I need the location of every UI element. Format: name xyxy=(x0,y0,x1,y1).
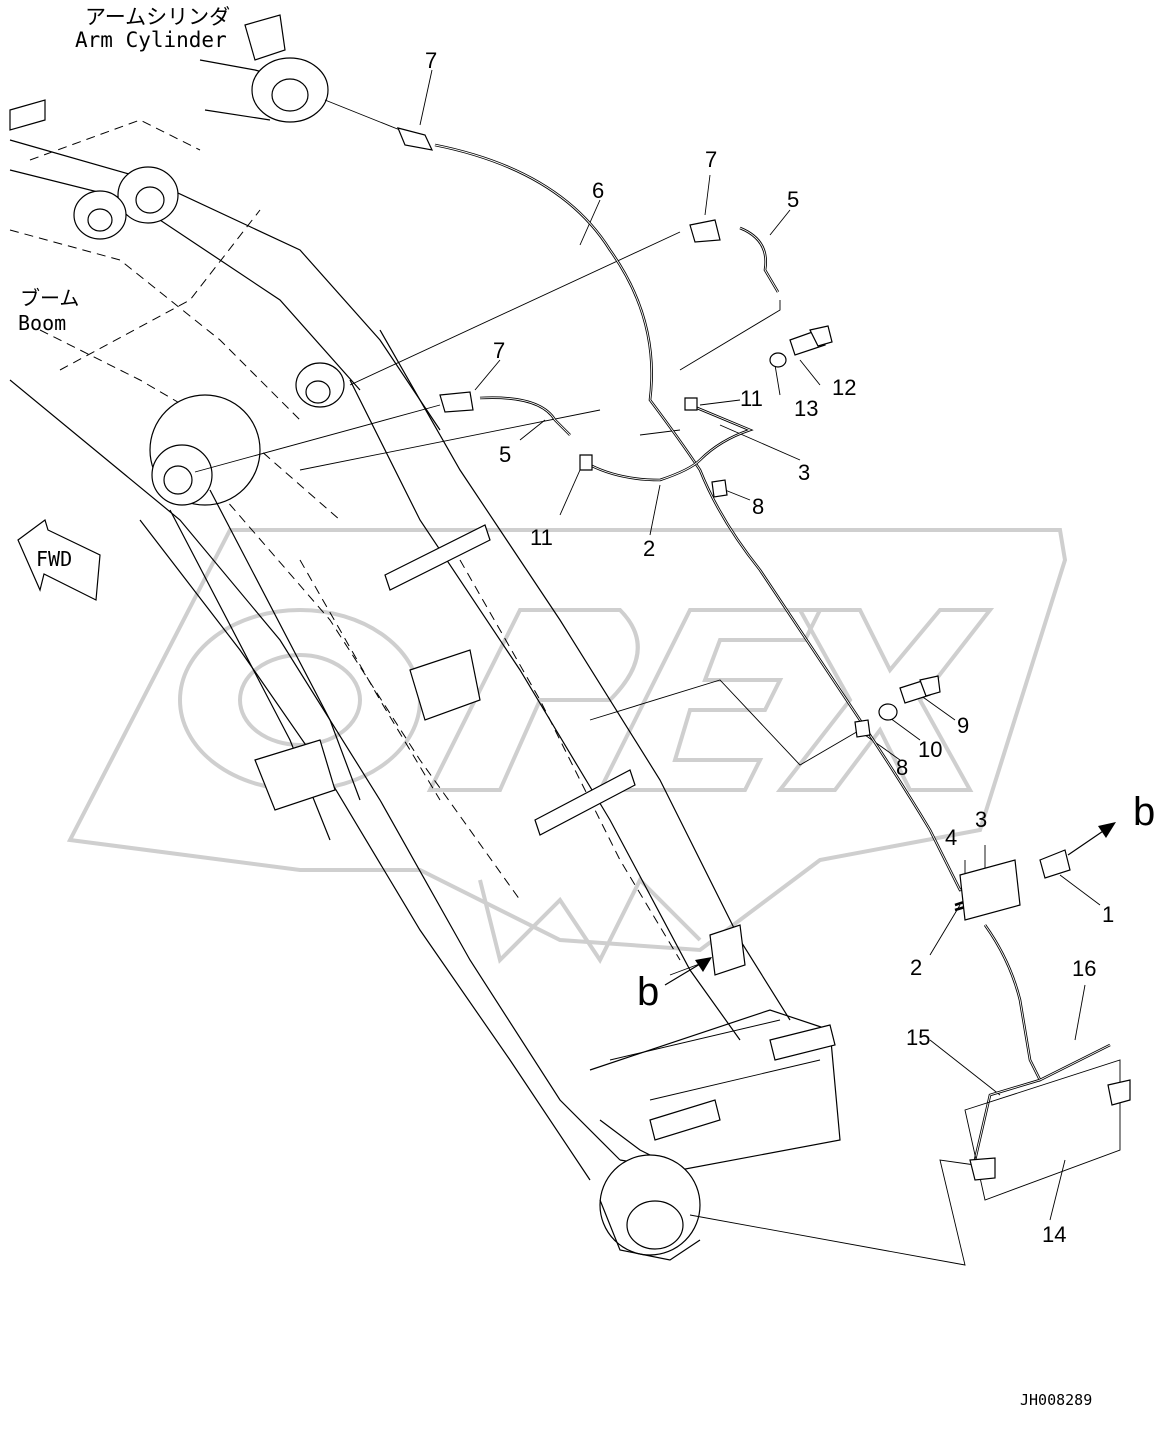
callout-14: 14 xyxy=(1042,1222,1066,1247)
view-arrows xyxy=(664,822,1116,986)
callout-9: 9 xyxy=(957,713,969,738)
callout-13: 13 xyxy=(794,396,818,421)
callout-1: 1 xyxy=(1102,902,1114,927)
callout-11-lower: 11 xyxy=(530,525,553,550)
callout-16: 16 xyxy=(1072,956,1096,981)
callout-4: 4 xyxy=(945,825,957,850)
arm-cylinder-label-en: Arm Cylinder xyxy=(75,28,227,52)
view-b-label: b xyxy=(637,970,659,1014)
text-labels: アームシリンダ Arm Cylinder ブーム Boom b b JH0082… xyxy=(18,5,1155,1409)
callout-5-lower: 5 xyxy=(499,442,511,467)
callout-5-upper: 5 xyxy=(787,187,799,212)
callout-10: 10 xyxy=(918,737,942,762)
boom-label-jp: ブーム xyxy=(20,286,79,310)
boom-label-en: Boom xyxy=(18,311,66,335)
callout-8-lower: 8 xyxy=(896,755,908,780)
callout-8-upper: 8 xyxy=(752,494,764,519)
view-b-detail-label: b xyxy=(1133,790,1155,834)
callout-2-lower: 2 xyxy=(910,955,922,980)
callout-15: 15 xyxy=(906,1025,930,1050)
boom-structure xyxy=(9,99,841,1261)
leader-lines xyxy=(194,69,1101,1266)
callout-11-upper: 11 xyxy=(740,386,763,411)
callout-7-arm: 7 xyxy=(425,48,437,73)
callout-3-lower: 3 xyxy=(975,807,987,832)
watermark-logo xyxy=(66,528,1068,964)
fwd-arrow-icon: FWD xyxy=(17,519,101,601)
grease-hoses xyxy=(396,127,1131,1201)
arm-cylinder-label-jp: アームシリンダ xyxy=(85,5,230,29)
drawing-id: JH008289 xyxy=(1020,1391,1092,1409)
fwd-label: FWD xyxy=(36,547,72,571)
callout-6: 6 xyxy=(592,178,604,203)
callouts: 7 7 7 6 5 5 12 13 11 11 3 8 2 9 10 8 4 3… xyxy=(425,48,1114,1247)
callout-12: 12 xyxy=(832,375,856,400)
arm-cylinder xyxy=(199,14,329,123)
callout-7-upper: 7 xyxy=(705,147,717,172)
callout-3-upper: 3 xyxy=(798,460,810,485)
callout-7-lower: 7 xyxy=(493,338,505,363)
callout-2-upper: 2 xyxy=(643,536,655,561)
